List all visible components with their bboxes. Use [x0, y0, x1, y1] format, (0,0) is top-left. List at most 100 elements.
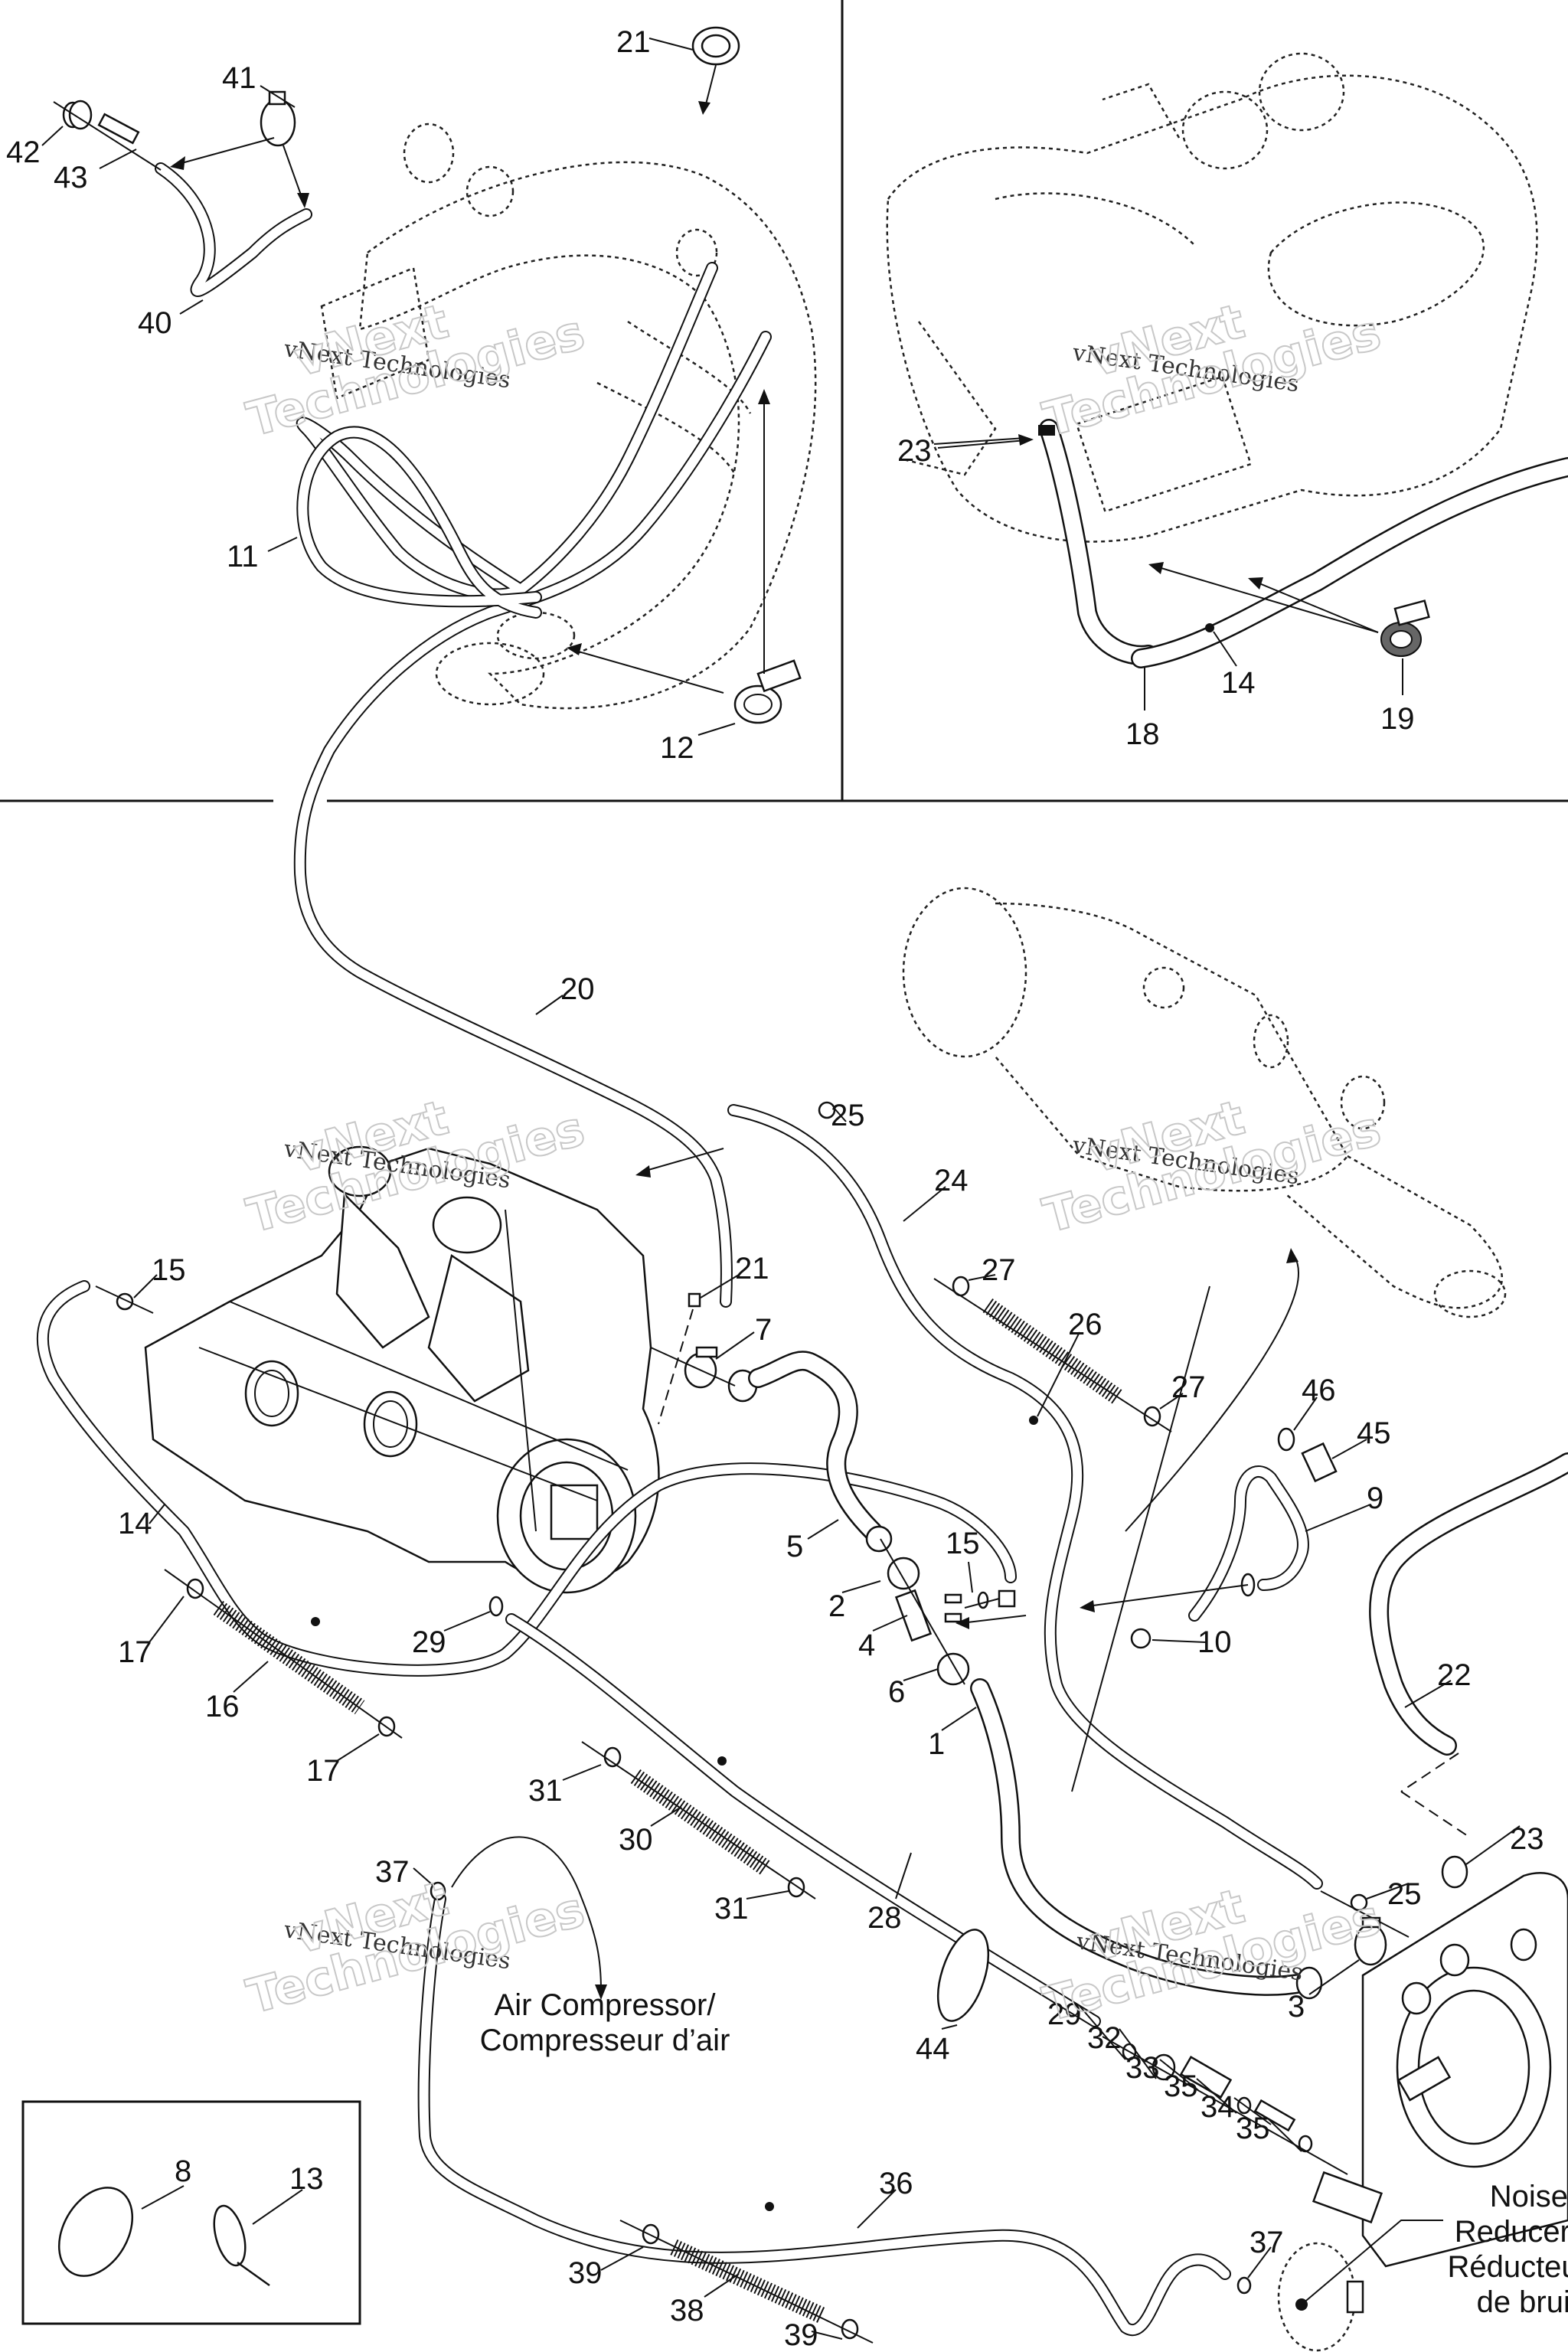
- fitting-21-mid: [688, 1292, 701, 1308]
- callout-10: 10: [1197, 1625, 1232, 1659]
- clamp-21-top: [691, 26, 740, 66]
- noise-reducer-label-3: Réducteur: [1447, 2250, 1568, 2284]
- hose-9: [1188, 1465, 1309, 1622]
- hose-5: [748, 1351, 883, 1541]
- hose-11-loop: [296, 426, 542, 619]
- air-compressor-label-fr: Compresseur d’air: [480, 2024, 730, 2057]
- clamp-31-top: [603, 1746, 622, 1768]
- clamp-23-bottom: [1441, 1855, 1468, 1889]
- clamp-37-top: [430, 1881, 446, 1901]
- callout-25: 25: [1387, 1877, 1422, 1911]
- pump-housing-drawing: [1312, 1872, 1568, 2268]
- callout-14: 14: [118, 1507, 152, 1540]
- callout-37: 37: [1250, 2226, 1284, 2259]
- tie-strap-13: [213, 2204, 247, 2267]
- callout-39: 39: [784, 2318, 818, 2352]
- callout-7: 7: [755, 1313, 772, 1347]
- clamp-41: [260, 90, 296, 147]
- hose-11: [293, 262, 772, 1308]
- callout-36: 36: [879, 2167, 913, 2200]
- callout-16: 16: [205, 1690, 240, 1723]
- hose-40: [155, 162, 312, 297]
- clamp-7: [684, 1346, 718, 1389]
- hose-14-mid: [36, 1280, 1017, 1677]
- inset-box: [21, 2100, 361, 2325]
- callout-18: 18: [1125, 717, 1160, 751]
- callout-31: 31: [714, 1892, 749, 1926]
- fitting-42: [62, 100, 93, 130]
- fitting-43: [97, 113, 140, 145]
- callout-23: 23: [1510, 1822, 1544, 1856]
- engine-top-view-drawing: [886, 52, 1538, 543]
- air-compressor-label-en: Air Compressor/: [495, 1988, 717, 2022]
- callout-41: 41: [222, 61, 256, 95]
- callout-34: 34: [1200, 2090, 1235, 2124]
- callout-15: 15: [946, 1527, 980, 1560]
- connector-34: [1253, 2099, 1296, 2132]
- clamp-19: [1380, 599, 1430, 657]
- hose-1: [970, 1678, 1312, 1996]
- callout-35: 35: [1236, 2112, 1270, 2145]
- callout-31: 31: [528, 1774, 563, 1808]
- hose-22: [1369, 1452, 1568, 1756]
- noise-reducer-note: Noise Reducer/ Réducteur de bruit: [1447, 2180, 1568, 2319]
- callout-33: 33: [1125, 2051, 1160, 2085]
- callout-37: 37: [375, 1855, 410, 1889]
- callout-14: 14: [1221, 666, 1256, 700]
- callout-42: 42: [6, 136, 41, 169]
- band-clamp-44: [936, 1929, 990, 2022]
- callout-26: 26: [1068, 1308, 1102, 1341]
- callout-25: 25: [831, 1099, 865, 1132]
- exhaust-manifold-drawing: [320, 122, 817, 710]
- clamp-6: [936, 1652, 970, 1686]
- callout-labels: 41 42 43 40 21 11 12 23 14 18 19 20 25 2…: [6, 25, 1544, 2352]
- hose-36: [417, 1893, 1231, 2336]
- hose-24: [727, 1104, 1323, 1890]
- callout-20: 20: [560, 972, 595, 1006]
- clamp-29-top: [488, 1596, 504, 1617]
- callout-2: 2: [828, 1589, 845, 1623]
- clamp-39-left: [642, 2223, 660, 2245]
- callout-6: 6: [888, 1675, 905, 1709]
- callout-15: 15: [152, 1253, 186, 1287]
- callout-17: 17: [306, 1754, 341, 1788]
- clamp-12: [733, 659, 802, 724]
- fitting-33: [1179, 2056, 1233, 2099]
- callout-21: 21: [735, 1252, 769, 1285]
- callout-19: 19: [1380, 702, 1415, 736]
- callout-38: 38: [670, 2294, 704, 2328]
- callout-32: 32: [1087, 2021, 1122, 2055]
- noise-reducer-label-1: Noise: [1490, 2180, 1568, 2213]
- callout-4: 4: [858, 1628, 875, 1662]
- hose-28: [505, 1613, 1101, 2027]
- leader-lines: [41, 38, 1521, 2340]
- callout-22: 22: [1437, 1658, 1472, 1692]
- callout-9: 9: [1367, 1481, 1383, 1515]
- callout-40: 40: [138, 306, 172, 340]
- callout-45: 45: [1357, 1416, 1391, 1450]
- clamp-2: [887, 1557, 920, 1590]
- panel-dividers: [0, 0, 1568, 802]
- callout-3: 3: [1288, 1990, 1305, 2024]
- callout-13: 13: [289, 2162, 324, 2196]
- callout-29: 29: [1047, 1998, 1082, 2031]
- callout-24: 24: [934, 1164, 969, 1197]
- clamp-46: [1277, 1427, 1295, 1452]
- callout-27: 27: [982, 1253, 1016, 1287]
- clamp-10: [1130, 1628, 1152, 1649]
- hose-14-top: [1131, 457, 1568, 668]
- fitting-45: [1301, 1442, 1338, 1483]
- callout-43: 43: [54, 161, 88, 194]
- callout-23: 23: [897, 434, 932, 468]
- callout-35: 35: [1164, 2069, 1198, 2103]
- callout-39: 39: [568, 2256, 603, 2290]
- hose-18: [1039, 419, 1158, 665]
- muffler-drawing: [902, 887, 1507, 1318]
- callout-11: 11: [227, 540, 259, 573]
- callout-27: 27: [1171, 1370, 1206, 1404]
- band-8: [57, 2187, 134, 2277]
- callout-46: 46: [1302, 1374, 1336, 1407]
- callout-21: 21: [616, 25, 651, 59]
- callout-12: 12: [660, 731, 694, 765]
